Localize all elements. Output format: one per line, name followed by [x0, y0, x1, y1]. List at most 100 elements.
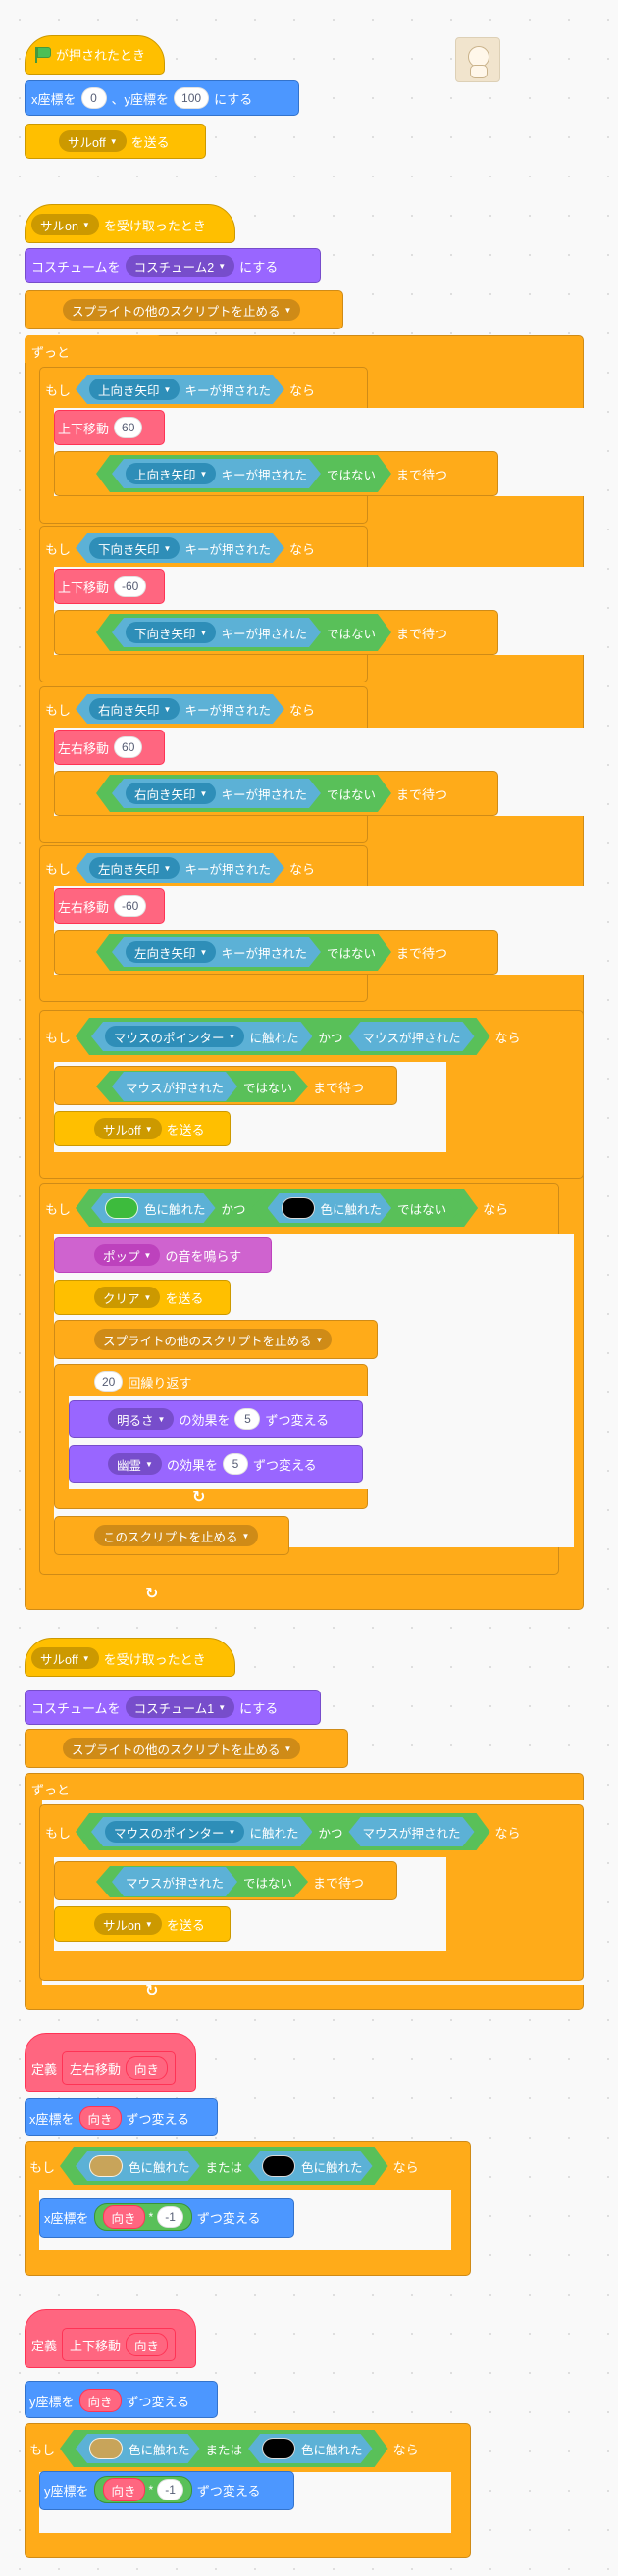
- color-swatch-tan[interactable]: [89, 2438, 123, 2459]
- chevron-down-icon: ▼: [163, 704, 172, 714]
- color-swatch-black[interactable]: [262, 2155, 295, 2177]
- key-pressed-sensor[interactable]: 左向き矢印▼ キーが押された: [112, 937, 321, 967]
- color-swatch-green[interactable]: [105, 1197, 138, 1219]
- effect-dropdown[interactable]: 明るさ▼: [108, 1408, 175, 1430]
- multiply-operator[interactable]: 向き * -1: [93, 2476, 192, 2503]
- and-operator[interactable]: マウスのポインター▼ に触れた かつ マウスが押された: [76, 1018, 489, 1055]
- and-operator[interactable]: 色に触れた かつ 色に触れた ではない: [76, 1189, 478, 1227]
- touching-color-sensor[interactable]: 色に触れた: [76, 2151, 200, 2181]
- touching-color-sensor[interactable]: 色に触れた: [268, 1193, 392, 1223]
- custom-move-block[interactable]: [54, 730, 165, 765]
- touching-color-sensor[interactable]: 色に触れた: [248, 2434, 373, 2463]
- or-operator[interactable]: 色に触れた または 色に触れた: [60, 2147, 388, 2185]
- touching-color-sensor[interactable]: 色に触れた: [248, 2151, 373, 2181]
- stop-dropdown[interactable]: スプライトの他のスクリプトを止める▼: [94, 1329, 333, 1350]
- y-input[interactable]: 100: [174, 87, 210, 109]
- not-operator[interactable]: 上向き矢印▼ キーが押された ではない: [96, 455, 391, 492]
- stop-dropdown[interactable]: スプライトの他のスクリプトを止める▼: [63, 1738, 301, 1759]
- broadcast-dropdown[interactable]: クリア▼: [94, 1287, 161, 1308]
- not-operator[interactable]: 下向き矢印▼ キーが押された ではない: [96, 614, 391, 651]
- move-amount-input[interactable]: 60: [114, 417, 143, 438]
- not-operator[interactable]: マウスが押された ではない: [96, 1866, 308, 1897]
- broadcast-dropdown[interactable]: サルoff▼: [94, 1118, 162, 1139]
- change-effect-block[interactable]: [69, 1400, 363, 1438]
- custom-move-block[interactable]: [54, 569, 165, 604]
- color-swatch-black[interactable]: [282, 1197, 315, 1219]
- key-pressed-sensor[interactable]: 右向き矢印▼ キーが押された: [76, 694, 284, 724]
- play-sound-block[interactable]: [54, 1237, 272, 1273]
- color-swatch-tan[interactable]: [89, 2155, 123, 2177]
- chevron-down-icon: ▼: [157, 1414, 166, 1424]
- x-input[interactable]: 0: [80, 87, 107, 109]
- move-amount-input[interactable]: 60: [114, 736, 143, 758]
- chevron-down-icon: ▼: [228, 1032, 236, 1041]
- custom-move-block[interactable]: [54, 888, 165, 924]
- key-dropdown[interactable]: 左向き矢印▼: [126, 941, 216, 963]
- mouse-down-sensor[interactable]: マウスが押された: [112, 1867, 237, 1896]
- mouse-down-sensor[interactable]: マウスが押された: [348, 1022, 474, 1051]
- mouse-down-sensor[interactable]: マウスが押された: [112, 1072, 237, 1101]
- multiplier-input[interactable]: -1: [157, 2206, 183, 2228]
- touch-target-dropdown[interactable]: マウスのポインター▼: [105, 1821, 244, 1843]
- sprite-thumbnail-icon[interactable]: [455, 37, 500, 82]
- costume-dropdown[interactable]: コスチューム1▼: [125, 1696, 235, 1718]
- custom-move-block[interactable]: [54, 410, 165, 445]
- costume-dropdown[interactable]: コスチューム2▼: [125, 255, 235, 277]
- key-pressed-sensor[interactable]: 上向き矢印▼ キーが押された: [112, 459, 321, 488]
- message-dropdown[interactable]: サルoff▼: [31, 1647, 99, 1669]
- direction-reporter[interactable]: 向き: [78, 2389, 122, 2412]
- key-dropdown[interactable]: 下向き矢印▼: [126, 622, 216, 643]
- custom-block-prototype[interactable]: 上下移動 向き: [62, 2328, 177, 2361]
- key-dropdown[interactable]: 右向き矢印▼: [126, 783, 216, 804]
- color-swatch-black[interactable]: [262, 2438, 295, 2459]
- key-pressed-sensor[interactable]: 右向き矢印▼ キーが押された: [112, 779, 321, 808]
- broadcast-dropdown[interactable]: サルoff▼: [59, 130, 127, 152]
- key-pressed-sensor[interactable]: 左向き矢印▼ キーが押された: [76, 853, 284, 883]
- key-pressed-sensor[interactable]: 下向き矢印▼ キーが押された: [76, 533, 284, 563]
- touch-target-dropdown[interactable]: マウスのポインター▼: [105, 1026, 244, 1047]
- or-operator[interactable]: 色に触れた または 色に触れた: [60, 2430, 388, 2467]
- multiply-operator[interactable]: 向き * -1: [93, 2203, 192, 2231]
- mouse-down-sensor[interactable]: マウスが押された: [348, 1817, 474, 1846]
- direction-arg[interactable]: 向き: [126, 2333, 169, 2356]
- touching-color-sensor[interactable]: 色に触れた: [76, 2434, 200, 2463]
- direction-arg[interactable]: 向き: [126, 2056, 169, 2080]
- broadcast-dropdown[interactable]: サルon▼: [94, 1913, 162, 1935]
- not-operator[interactable]: マウスが押された ではない: [96, 1071, 308, 1102]
- touching-sensor[interactable]: マウスのポインター▼ に触れた: [91, 1022, 312, 1051]
- multiplier-input[interactable]: -1: [157, 2479, 183, 2500]
- not-operator[interactable]: 色に触れた ではない: [252, 1192, 463, 1224]
- chevron-down-icon: ▼: [143, 1250, 152, 1260]
- message-dropdown[interactable]: サルon▼: [31, 214, 99, 235]
- goto-xy-block[interactable]: [25, 80, 299, 116]
- move-amount-input[interactable]: -60: [114, 576, 147, 597]
- direction-reporter[interactable]: 向き: [78, 2106, 122, 2130]
- loop-arrow-icon: ↻: [145, 1586, 159, 1602]
- repeat-count-input[interactable]: 20: [94, 1371, 124, 1392]
- key-dropdown[interactable]: 右向き矢印▼: [89, 698, 180, 720]
- key-dropdown[interactable]: 上向き矢印▼: [89, 379, 180, 400]
- move-amount-input[interactable]: -60: [114, 895, 147, 917]
- key-dropdown[interactable]: 左向き矢印▼: [89, 857, 180, 879]
- touching-sensor[interactable]: マウスのポインター▼ に触れた: [91, 1817, 312, 1846]
- stop-dropdown[interactable]: このスクリプトを止める▼: [94, 1525, 259, 1546]
- effect-amount-input[interactable]: 5: [222, 1453, 248, 1475]
- chevron-down-icon: ▼: [315, 1335, 324, 1344]
- key-dropdown[interactable]: 上向き矢印▼: [126, 463, 216, 484]
- touching-color-sensor[interactable]: 色に触れた: [91, 1193, 216, 1223]
- effect-amount-input[interactable]: 5: [234, 1408, 261, 1430]
- custom-block-prototype[interactable]: 左右移動 向き: [62, 2051, 177, 2085]
- and-operator[interactable]: マウスのポインター▼ に触れた かつ マウスが押された: [76, 1813, 489, 1850]
- key-pressed-sensor[interactable]: 上向き矢印▼ キーが押された: [76, 375, 284, 404]
- not-operator[interactable]: 左向き矢印▼ キーが押された ではない: [96, 934, 391, 971]
- key-pressed-sensor[interactable]: 下向き矢印▼ キーが押された: [112, 618, 321, 647]
- stop-dropdown[interactable]: スプライトの他のスクリプトを止める▼: [63, 299, 301, 321]
- forever-label: ずっと: [31, 1783, 71, 1797]
- key-dropdown[interactable]: 下向き矢印▼: [89, 537, 180, 559]
- effect-dropdown[interactable]: 幽霊▼: [108, 1453, 162, 1475]
- direction-reporter[interactable]: 向き: [102, 2205, 145, 2229]
- not-operator[interactable]: 右向き矢印▼ キーが押された ではない: [96, 775, 391, 812]
- broadcast-block[interactable]: [54, 1906, 231, 1942]
- direction-reporter[interactable]: 向き: [102, 2478, 145, 2501]
- sound-dropdown[interactable]: ポップ▼: [94, 1244, 161, 1266]
